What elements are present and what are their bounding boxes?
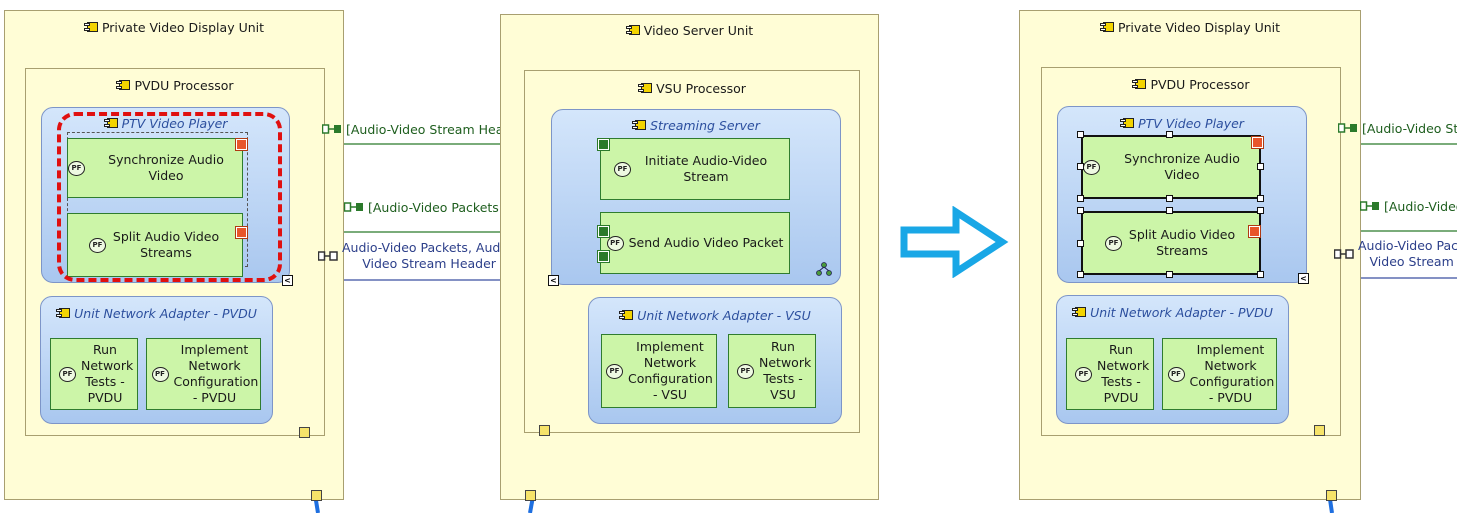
physical-port[interactable] <box>1314 425 1325 436</box>
function-send-audio-video-packet[interactable]: PF Send Audio Video Packet <box>600 212 790 274</box>
physical-function-icon: PF <box>606 363 623 379</box>
component-icon <box>103 117 119 130</box>
exchange-label-combined-right[interactable]: Audio-Video Pack Video Stream <box>1334 238 1457 270</box>
selection-handle[interactable] <box>1166 271 1173 278</box>
function-implement-network-config-vsu[interactable]: PF Implement Network Configuration - VSU <box>601 334 717 408</box>
function-implement-network-config-left[interactable]: PF Implement Network Configuration - PVD… <box>146 338 261 410</box>
selection-handle[interactable] <box>1166 195 1173 202</box>
selection-handle[interactable] <box>1166 207 1173 214</box>
hierarchy-icon <box>816 262 832 276</box>
physical-function-icon: PF <box>606 235 624 251</box>
selection-handle[interactable] <box>1077 271 1084 278</box>
component-ptv-player-title: PTV Video Player <box>41 114 290 132</box>
physical-function-icon: PF <box>68 160 85 176</box>
exchange-label-header-right[interactable]: [Audio-Video Str <box>1338 121 1457 136</box>
component-icon <box>638 82 653 95</box>
function-port-out[interactable] <box>235 138 248 151</box>
function-run-network-tests-right[interactable]: PF Run Network Tests - PVDU <box>1066 338 1154 410</box>
physical-function-icon: PF <box>1083 159 1100 175</box>
function-port-out-selected[interactable] <box>1248 225 1261 238</box>
component-port[interactable]: < <box>548 275 559 286</box>
component-icon <box>1072 306 1087 319</box>
exchange-label-header[interactable]: [Audio-Video Stream Header] <box>322 122 529 137</box>
component-network-adapter-vsu-title: Unit Network Adapter - VSU <box>588 306 842 324</box>
node-pvdu-right-title: Private Video Display Unit <box>1019 18 1361 36</box>
component-exchange-icon <box>318 250 338 261</box>
physical-function-icon: PF <box>1105 235 1122 251</box>
function-port-in[interactable] <box>597 138 610 151</box>
function-synchronize-audio-video-right[interactable]: PF Synchronize Audio Video <box>1081 135 1261 199</box>
function-split-audio-video-left[interactable]: PF Split Audio Video Streams <box>67 213 243 277</box>
processor-vsu-title: VSU Processor <box>524 79 860 97</box>
function-port-out-selected[interactable] <box>1251 136 1264 149</box>
function-port-out[interactable] <box>235 226 248 239</box>
component-icon <box>1099 21 1115 34</box>
physical-port[interactable] <box>539 425 550 436</box>
function-run-network-tests-left[interactable]: PF Run Network Tests - PVDU <box>50 338 138 410</box>
physical-function-icon: PF <box>1167 366 1185 382</box>
highlight-selection-frame <box>57 112 282 282</box>
physical-port[interactable] <box>299 427 310 438</box>
component-icon <box>619 309 634 322</box>
component-port[interactable]: < <box>282 275 293 286</box>
selection-handle[interactable] <box>1257 207 1264 214</box>
selection-handle[interactable] <box>1257 271 1264 278</box>
selection-handle[interactable] <box>1077 207 1084 214</box>
processor-pvdu-right-title: PVDU Processor <box>1041 75 1341 93</box>
node-vsu-title: Video Server Unit <box>500 21 879 39</box>
exchange-item-icon <box>344 202 363 212</box>
physical-function-icon: PF <box>737 363 754 379</box>
function-implement-network-config-right[interactable]: PF Implement Network Configuration - PVD… <box>1162 338 1277 410</box>
selection-handle[interactable] <box>1077 131 1084 138</box>
physical-function-icon: PF <box>614 161 631 177</box>
component-icon <box>1132 78 1147 91</box>
function-initiate-stream[interactable]: PF Initiate Audio-Video Stream <box>600 138 790 200</box>
physical-port[interactable] <box>311 490 322 501</box>
component-icon <box>56 307 71 320</box>
component-icon <box>625 24 641 37</box>
function-split-audio-video-right[interactable]: PF Split Audio Video Streams <box>1081 211 1261 275</box>
physical-function-icon: PF <box>59 366 76 382</box>
exchange-label-packets[interactable]: [Audio-Video Packets] <box>344 200 504 215</box>
component-network-adapter-title: Unit Network Adapter - PVDU <box>40 304 273 322</box>
selection-handle[interactable] <box>1257 195 1264 202</box>
component-icon <box>632 119 647 132</box>
physical-port[interactable] <box>525 490 536 501</box>
exchange-item-icon <box>1338 123 1357 133</box>
component-exchange-icon <box>1334 248 1354 259</box>
exchange-label-combined[interactable]: Audio-Video Packets, Audio- Video Stream… <box>318 240 516 272</box>
transformation-arrow <box>900 206 1009 278</box>
exchange-item-icon <box>322 124 341 134</box>
function-run-network-tests-vsu[interactable]: PF Run Network Tests - VSU <box>728 334 816 408</box>
component-network-adapter-right-title: Unit Network Adapter - PVDU <box>1056 303 1289 321</box>
physical-function-icon: PF <box>89 237 106 253</box>
function-synchronize-audio-video-left[interactable]: PF Synchronize Audio Video <box>67 138 243 198</box>
physical-port[interactable] <box>1326 490 1337 501</box>
node-pvdu-title: Private Video Display Unit <box>4 18 344 36</box>
physical-function-icon: PF <box>151 366 169 382</box>
exchange-label-packets-right[interactable]: [Audio-Video <box>1360 199 1457 214</box>
function-port-in[interactable] <box>597 250 610 263</box>
selection-handle[interactable] <box>1077 163 1084 170</box>
component-icon <box>83 21 99 34</box>
component-streaming-server-title: Streaming Server <box>551 116 841 134</box>
exchange-item-icon <box>1360 201 1379 211</box>
component-port[interactable]: < <box>1298 273 1309 284</box>
processor-pvdu-title: PVDU Processor <box>25 76 325 94</box>
physical-function-icon: PF <box>1075 366 1092 382</box>
component-icon <box>1120 117 1135 130</box>
selection-handle[interactable] <box>1166 131 1173 138</box>
component-ptv-player-right-title: PTV Video Player <box>1057 114 1307 132</box>
component-icon <box>116 79 131 92</box>
function-port-in[interactable] <box>597 225 610 238</box>
selection-handle[interactable] <box>1077 195 1084 202</box>
selection-handle[interactable] <box>1077 240 1084 247</box>
selection-handle[interactable] <box>1257 163 1264 170</box>
